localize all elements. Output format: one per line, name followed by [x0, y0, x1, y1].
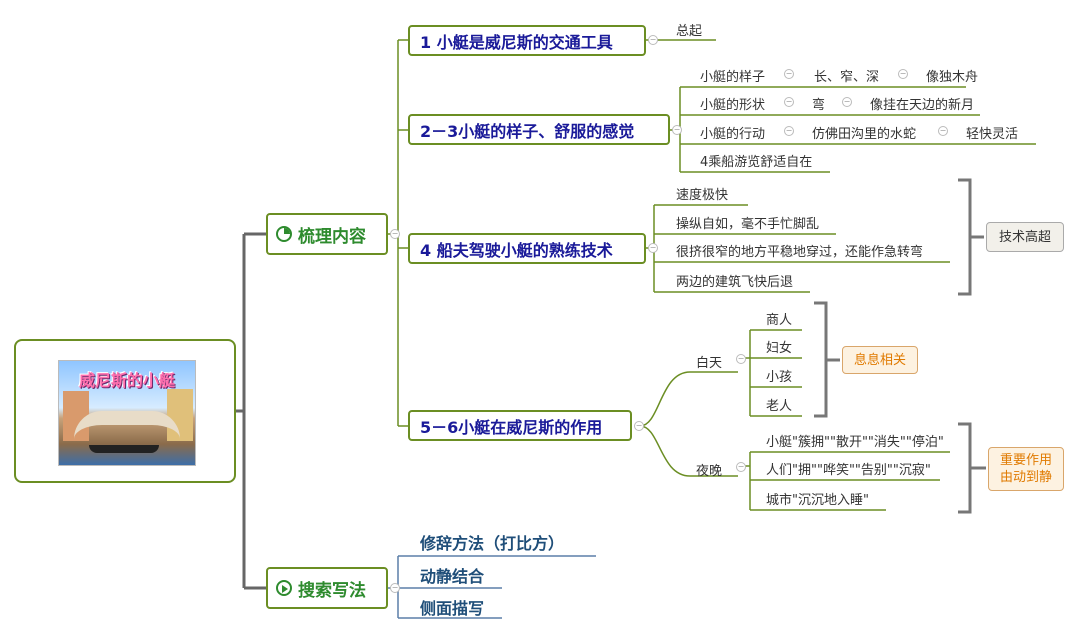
branch-content-label: 梳理内容 [298, 226, 366, 247]
node-3-label: 4 船夫驾驶小艇的熟练技术 [420, 240, 613, 260]
collapse-knob[interactable]: − [898, 69, 908, 79]
node-1-label: 1 小艇是威尼斯的交通工具 [420, 32, 613, 52]
collapse-knob[interactable]: − [736, 354, 746, 364]
collapse-knob[interactable]: − [784, 126, 794, 136]
night-row-1: 小艇"簇拥""散开""消失""停泊" [766, 435, 944, 450]
day-label: 白天 [696, 356, 723, 371]
collapse-knob[interactable]: − [842, 97, 852, 107]
tag-night-line2: 由动到静 [999, 470, 1052, 485]
node-2-label: 2－3小艇的样子、舒服的感觉 [420, 121, 635, 141]
collapse-knob[interactable]: − [648, 35, 658, 45]
node-2[interactable]: 2－3小艇的样子、舒服的感觉 [408, 114, 670, 145]
writing-item-1: 修辞方法（打比方） [420, 534, 565, 553]
node-3[interactable]: 4 船夫驾驶小艇的熟练技术 [408, 233, 646, 264]
collapse-knob[interactable]: − [938, 126, 948, 136]
day-row-2: 妇女 [766, 341, 793, 356]
collapse-knob[interactable]: − [784, 69, 794, 79]
branch-writing-node[interactable]: 搜索写法 [266, 567, 388, 609]
node-4[interactable]: 5－6小艇在威尼斯的作用 [408, 410, 632, 441]
night-label: 夜晚 [696, 464, 723, 479]
tag-night-role[interactable]: 重要作用 由动到静 [988, 447, 1064, 491]
row-shape-label: 小艇的样子 [700, 70, 766, 85]
writing-item-3: 侧面描写 [420, 599, 485, 618]
tech-row-1: 速度极快 [676, 188, 729, 203]
gondola-graphic [89, 445, 159, 453]
night-row-2: 人们"拥""哗笑""告别""沉寂" [766, 463, 931, 478]
node-4-label: 5－6小艇在威尼斯的作用 [420, 417, 603, 437]
tech-row-3: 很挤很窄的地方平稳地穿过，还能作急转弯 [676, 245, 924, 260]
row-comfort: 4乘船游览舒适自在 [700, 155, 813, 170]
row-shape-desc: 长、窄、深 [814, 70, 880, 85]
collapse-knob[interactable]: − [736, 462, 746, 472]
root-title: 威尼斯的小艇 [78, 371, 175, 390]
day-row-1: 商人 [766, 313, 793, 328]
tag-day-related-label: 息息相关 [853, 352, 906, 368]
row-form-simile: 像挂在天边的新月 [870, 98, 975, 113]
branch-content-node[interactable]: 梳理内容 [266, 213, 388, 255]
bridge-graphic [74, 411, 180, 439]
writing-item-2: 动静结合 [420, 567, 485, 586]
tech-row-2: 操纵自如，毫不手忙脚乱 [676, 217, 820, 232]
branch-writing-label: 搜索写法 [298, 580, 366, 601]
tag-tech-skill-label: 技术高超 [998, 229, 1051, 245]
tech-row-4: 两边的建筑飞快后退 [676, 275, 794, 290]
row-move-desc: 仿佛田沟里的水蛇 [812, 127, 917, 142]
collapse-knob[interactable]: − [390, 583, 400, 593]
row-move-result: 轻快灵活 [966, 127, 1019, 142]
tag-tech-skill[interactable]: 技术高超 [986, 222, 1064, 252]
day-row-3: 小孩 [766, 370, 793, 385]
row-form-label: 小艇的形状 [700, 98, 766, 113]
row-form-desc: 弯 [812, 98, 826, 113]
day-row-4: 老人 [766, 399, 793, 414]
node-1[interactable]: 1 小艇是威尼斯的交通工具 [408, 25, 646, 56]
root-image: 威尼斯的小艇 [58, 360, 196, 466]
node-1-note: 总起 [676, 24, 703, 39]
collapse-knob[interactable]: − [672, 125, 682, 135]
collapse-knob[interactable]: − [784, 97, 794, 107]
pie-chart-icon [276, 226, 292, 242]
collapse-knob[interactable]: − [390, 229, 400, 239]
row-move-label: 小艇的行动 [700, 127, 766, 142]
tag-night-line1: 重要作用 [999, 453, 1052, 468]
row-shape-simile: 像独木舟 [926, 70, 979, 85]
tag-day-related[interactable]: 息息相关 [842, 346, 918, 374]
collapse-knob[interactable]: − [634, 421, 644, 431]
collapse-knob[interactable]: − [648, 243, 658, 253]
play-circle-icon [276, 580, 292, 596]
night-row-3: 城市"沉沉地入睡" [766, 493, 869, 508]
